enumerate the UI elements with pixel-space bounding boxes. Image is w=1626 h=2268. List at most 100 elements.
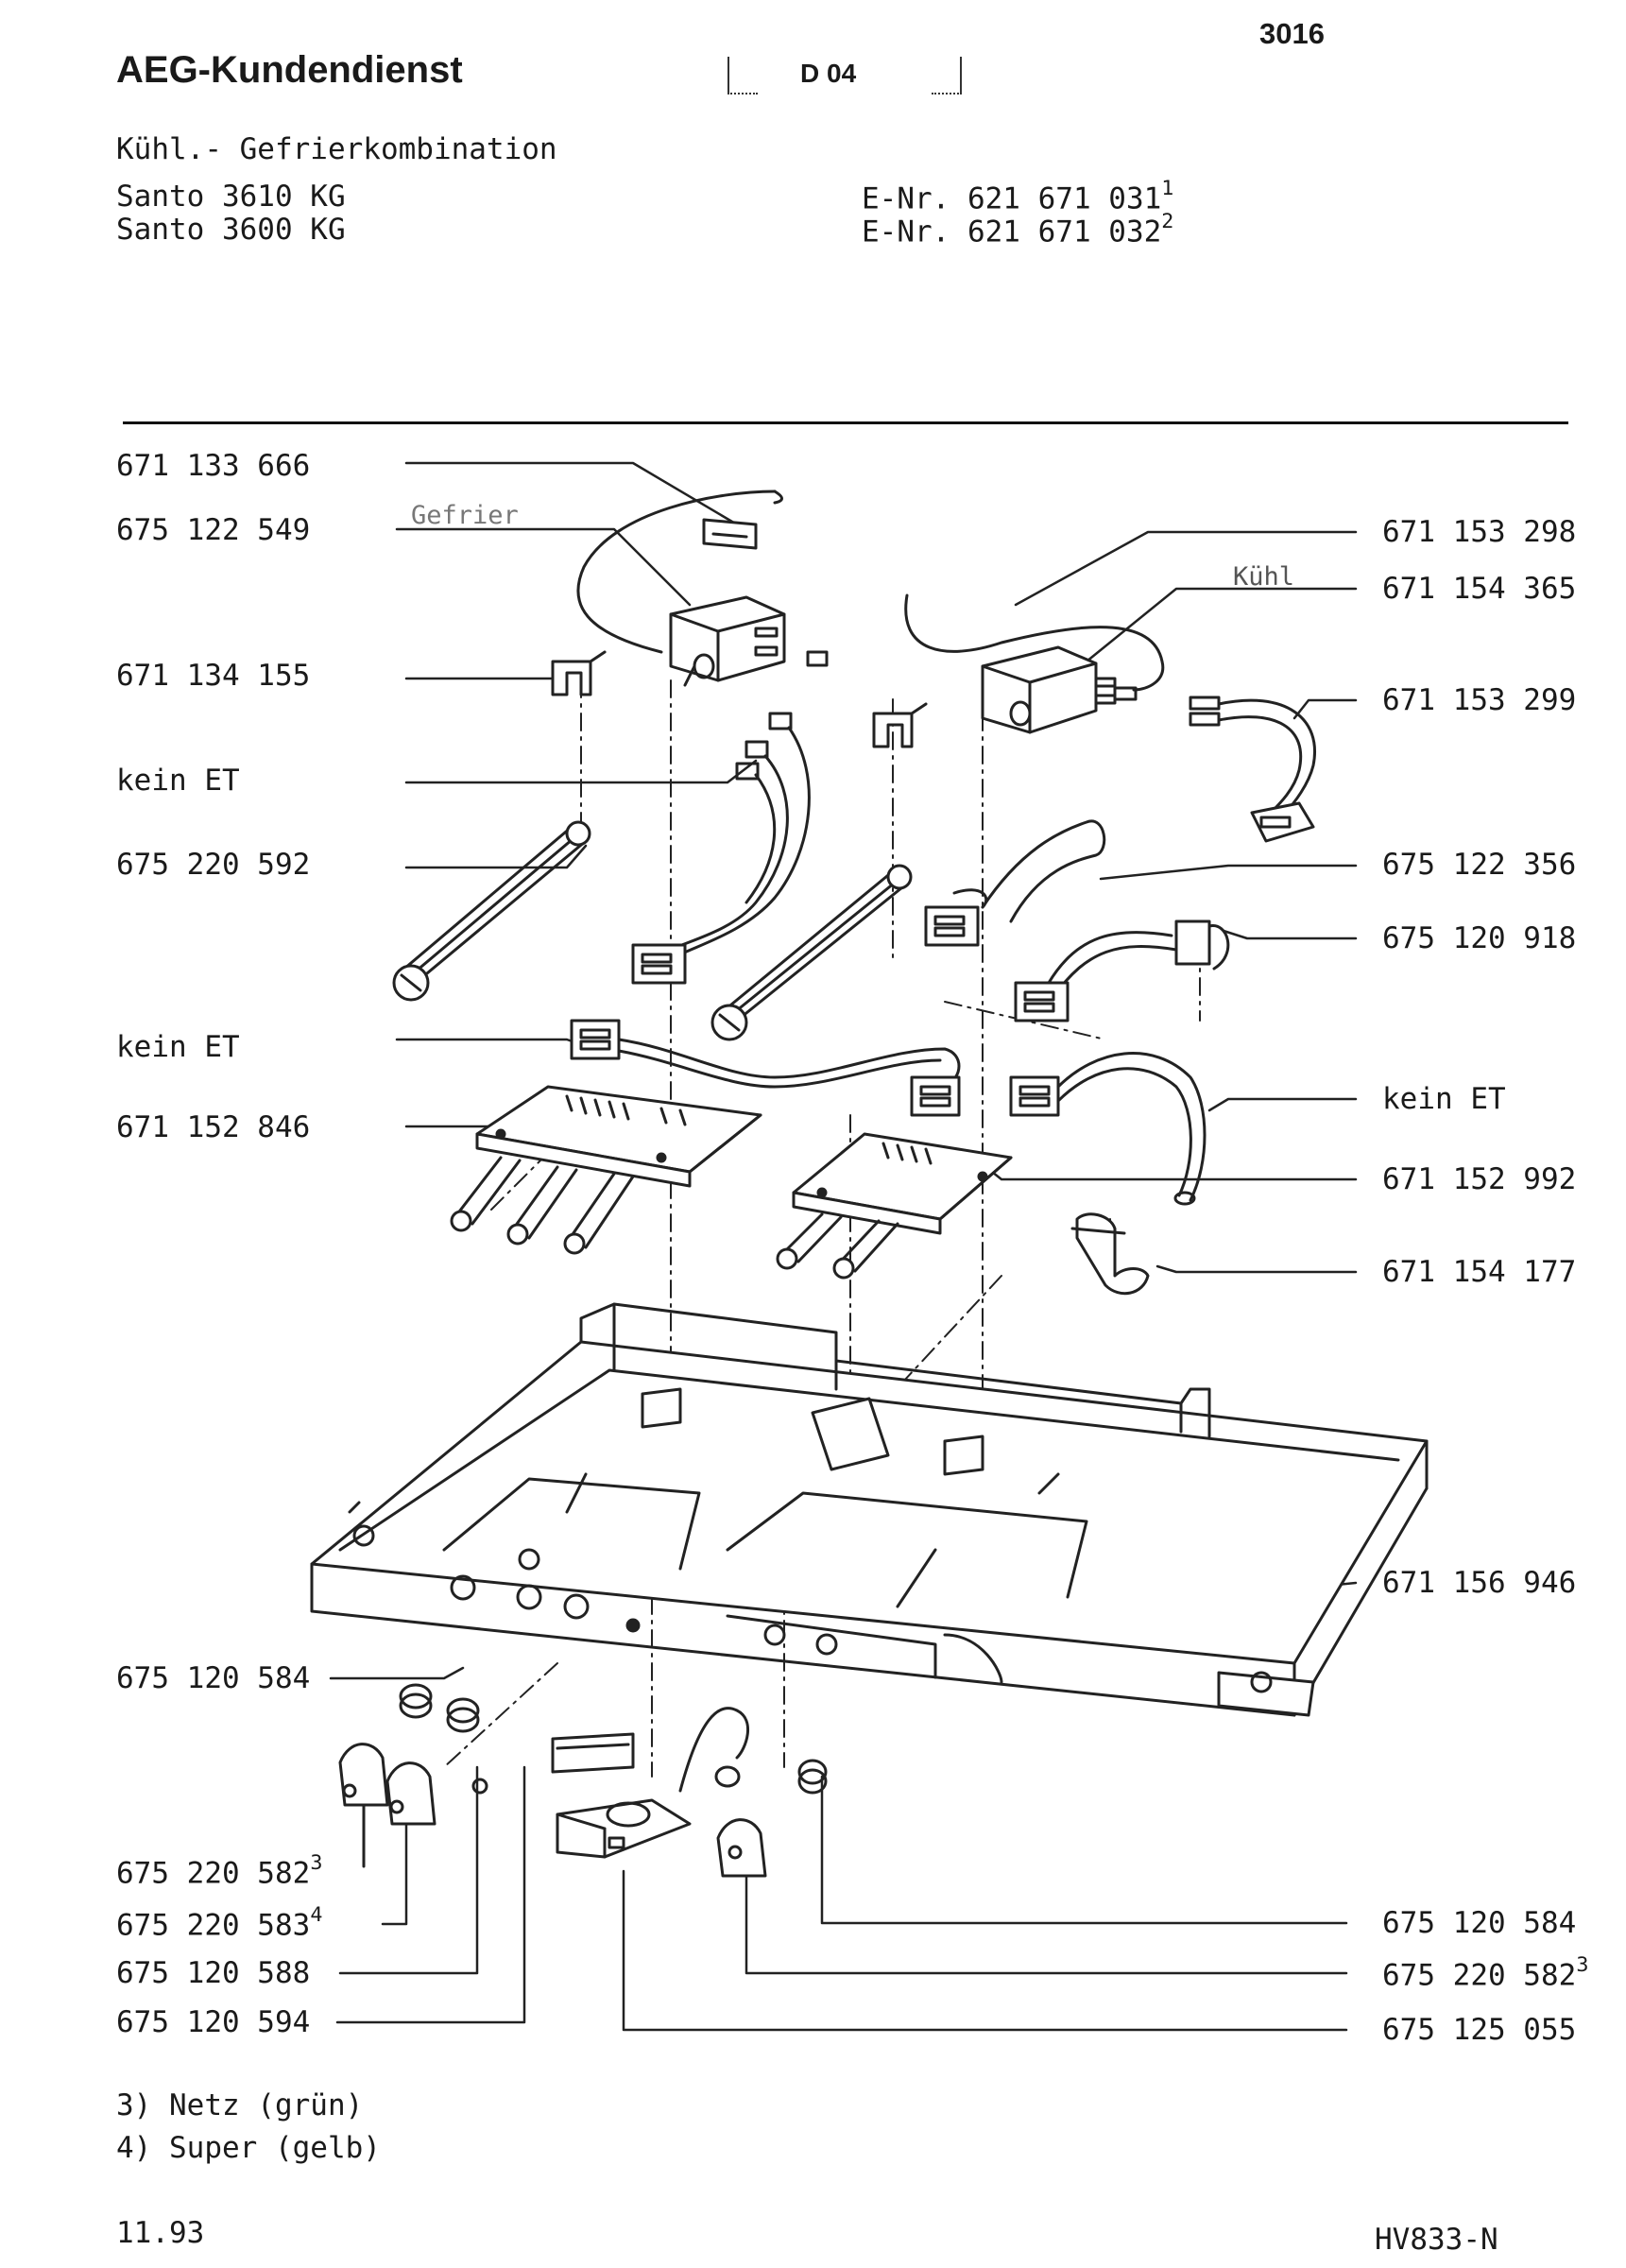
- lamp-tube-left: [392, 820, 591, 1002]
- brand-title: AEG-Kundendienst: [116, 49, 463, 91]
- fridge-thermostat: [981, 645, 1138, 734]
- part-number-left: 675 120 588: [116, 1956, 310, 1990]
- part-number: kein ET: [116, 764, 240, 798]
- lamp-tube-right: [710, 864, 913, 1041]
- part-number: 675 120 588: [116, 1956, 311, 1990]
- harness-cable-upper: [631, 712, 811, 985]
- freezer-thermostat: [669, 595, 786, 687]
- indicator-lamp-right: [716, 1818, 767, 1878]
- part-number: 675 220 582: [116, 1856, 311, 1891]
- part-number: 675 120 584: [116, 1661, 311, 1695]
- footnote: 3) Netz (grün): [116, 2088, 364, 2122]
- part-number: 671 152 992: [1382, 1162, 1577, 1196]
- part-number-left: 671 152 846: [116, 1110, 310, 1144]
- small-lens: [471, 1778, 488, 1795]
- part-number: kein ET: [1382, 1082, 1506, 1116]
- circuit-board-right: [776, 1132, 1013, 1280]
- indicator-lamp-green: [338, 1743, 389, 1868]
- part-number: 671 152 846: [116, 1110, 311, 1144]
- part-number-right: 675 220 5823: [1382, 1952, 1589, 1993]
- part-number-left: 675 122 549: [116, 513, 310, 547]
- part-number: 675 125 055: [1382, 2013, 1577, 2047]
- part-number-left: 671 133 666: [116, 449, 310, 483]
- part-number: 675 220 583: [116, 1908, 311, 1943]
- footnote-mark: 3: [1576, 1952, 1589, 1977]
- part-number: 675 122 549: [116, 513, 311, 547]
- part-number-right: 671 152 992: [1382, 1162, 1576, 1196]
- leader-lines-right: [622, 530, 1358, 2032]
- model-name: Santo 3600 KG: [116, 213, 346, 247]
- part-number: 675 122 356: [1382, 848, 1577, 882]
- indicator-lens-center: [446, 1697, 480, 1733]
- thermostat-clip-right: [872, 702, 928, 748]
- part-number-right: 671 154 365: [1382, 572, 1576, 606]
- timer-module: [556, 1798, 692, 1859]
- document-code: HV833-N: [1375, 2223, 1498, 2257]
- part-number-right: 671 153 299: [1382, 683, 1576, 717]
- part-number: 671 156 946: [1382, 1566, 1577, 1600]
- part-number: 675 120 584: [1382, 1906, 1577, 1940]
- circuit-board-left: [450, 1085, 762, 1255]
- harness-cable-middle: [570, 1019, 961, 1117]
- model-name: Santo 3610 KG: [116, 180, 346, 214]
- part-number-left: 675 220 592: [116, 848, 310, 882]
- part-number-left: kein ET: [116, 1030, 240, 1064]
- section-bracket-left: [727, 57, 758, 94]
- section-bracket-right: [932, 57, 962, 94]
- part-number-right: 675 122 356: [1382, 848, 1576, 882]
- model-enr: E-Nr. 621 671 0311: [862, 176, 1174, 216]
- footnote-mark: 4: [310, 1902, 323, 1927]
- part-number-right: 675 120 918: [1382, 921, 1576, 955]
- part-number-right: 675 120 584: [1382, 1906, 1576, 1940]
- model-enr: E-Nr. 621 671 0322: [862, 210, 1173, 249]
- indicator-lens-left: [399, 1683, 433, 1719]
- part-number: 675 120 594: [116, 2005, 311, 2039]
- part-number: 671 154 177: [1382, 1255, 1577, 1289]
- footnote: 4) Super (gelb): [116, 2131, 381, 2165]
- part-number: 675 220 582: [1382, 1958, 1577, 1993]
- harness-thermostat-lamp: [1189, 696, 1316, 843]
- part-number: 675 220 592: [116, 848, 311, 882]
- indicator-lens-right: [797, 1759, 828, 1795]
- enr-mark: 1: [1161, 176, 1174, 200]
- housing-tray: [310, 1302, 1429, 1717]
- sheet-number: 3016: [1259, 17, 1325, 50]
- footnote-mark: 3: [310, 1850, 323, 1875]
- enr-number: E-Nr. 621 671 031: [862, 181, 1162, 216]
- part-number-left: 671 134 155: [116, 659, 310, 693]
- part-number-right: 675 125 055: [1382, 2013, 1576, 2047]
- lamp-with-cable: [678, 1707, 750, 1793]
- part-number-left: 675 120 584: [116, 1661, 310, 1695]
- part-number-right: kein ET: [1382, 1082, 1506, 1116]
- cable-sleeve: [924, 819, 1106, 947]
- harness-cable-right: [1009, 1052, 1207, 1206]
- part-number: 671 154 365: [1382, 572, 1577, 606]
- lamp-socket-harness: [1014, 919, 1230, 1022]
- part-number-right: 671 156 946: [1382, 1566, 1576, 1600]
- part-number-left: 675 220 5834: [116, 1902, 323, 1943]
- fridge-label: Kühl: [1233, 562, 1295, 592]
- thermostat-clip-left: [551, 650, 607, 696]
- part-number: 675 120 918: [1382, 921, 1577, 955]
- thermostat-capillaries: [576, 490, 1165, 692]
- issue-date: 11.93: [116, 2216, 205, 2250]
- enr-number: E-Nr. 621 671 032: [862, 215, 1162, 249]
- part-number: 671 134 155: [116, 659, 311, 693]
- switch-cover: [551, 1732, 635, 1774]
- indicator-lamp-yellow: [385, 1761, 436, 1826]
- freezer-connector: [806, 650, 829, 667]
- part-number-left: 675 220 5823: [116, 1850, 323, 1891]
- capillary-clamp: [702, 518, 758, 550]
- part-number-right: 671 153 298: [1382, 515, 1576, 549]
- header-rule: [123, 421, 1568, 424]
- section-code: D 04: [800, 59, 857, 88]
- leader-lines-left: [329, 461, 758, 2024]
- freezer-label: Gefrier: [411, 501, 519, 530]
- part-number: 671 133 666: [116, 449, 311, 483]
- part-number: 671 153 299: [1382, 683, 1577, 717]
- part-number-left: kein ET: [116, 764, 240, 798]
- part-number: 671 153 298: [1382, 515, 1577, 549]
- part-number-right: 671 154 177: [1382, 1255, 1576, 1289]
- appliance-type: Kühl.- Gefrierkombination: [116, 132, 557, 166]
